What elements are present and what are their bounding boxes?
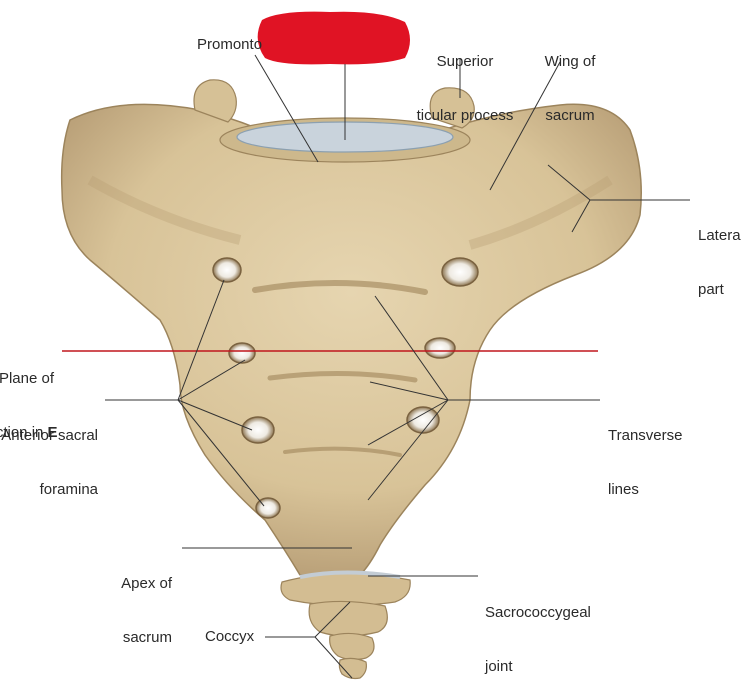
label-transverse-lines: Transverse lines [608,391,682,535]
label-coccyx: Coccyx [205,628,255,645]
transverse-ridge-1 [252,280,428,295]
label-transverse-line1: Transverse [608,427,683,444]
label-plane-line1: Plane of [0,370,54,387]
label-superior-articular-line2: ticular process [416,107,514,124]
label-anterior-sacral-foramina: Anterior sacral foramina [0,391,98,535]
leader-coccyx-1 [314,601,351,638]
left-superior-articular-process [193,79,237,123]
coccyx-segment-4 [338,657,367,680]
label-sacrococcygeal-line1: Sacrococcygeal [485,604,591,621]
redaction-mark [257,11,410,65]
leader-transverse-2 [369,381,449,401]
left-wing-shading [87,175,242,245]
label-transverse-line2: lines [608,481,639,498]
label-promontory: Promonto [197,36,263,53]
transverse-ridge-3 [283,446,402,457]
transverse-ridge-2 [267,370,418,383]
leader-foramina-4 [177,399,265,507]
sacrum-body [60,103,642,576]
leader-promontory [254,54,319,163]
leader-transverse-1 [374,295,449,401]
leader-lines [105,54,690,679]
label-plane-line2-text: section in [0,424,44,441]
label-sacrococcygeal-line2: joint [485,658,513,675]
leader-foramina-2 [177,359,246,401]
foramen-left-2 [228,342,256,364]
leader-coccyx-2 [314,636,353,679]
label-plane-of-section: Plane of section in E [0,334,58,478]
label-foramina-line2: foramina [39,481,98,498]
label-wing-line2: sacrum [545,107,595,124]
coccyx-segment-3 [329,632,375,661]
leader-foramina-3 [177,399,253,431]
leader-wing [489,61,561,191]
label-apex-line2: sacrum [122,629,172,646]
label-superior-articular-process: Superior ticular process [410,17,520,161]
label-wing-line1: Wing of [544,53,596,70]
label-plane-figure-ref: E [47,424,58,441]
foramen-left-1 [212,257,242,283]
coccyx-segment-2 [308,600,388,637]
label-apex-of-sacrum: Apex of sacrum [100,539,172,682]
label-apex-line1: Apex of [121,575,172,592]
foramen-right-3 [406,406,440,434]
label-lateral-part: Latera part [698,191,741,335]
leader-foramina-1 [177,279,225,401]
foramen-right-2 [424,337,456,359]
right-superior-articular-process [429,87,475,129]
label-superior-articular-line1: Superior [436,53,494,70]
label-lateral-line1: Latera [698,227,741,244]
foramen-left-3 [241,416,275,444]
label-lateral-line2: part [698,281,724,298]
leader-transverse-3 [367,399,449,446]
label-plane-line2: section in E [0,424,58,442]
label-sacrococcygeal-joint: Sacrococcygeal joint [485,568,591,682]
label-wing-of-sacrum: Wing of sacrum [530,17,610,161]
foramen-right-1 [441,257,479,287]
right-wing-shading [468,175,613,250]
leader-transverse-4 [367,399,449,501]
sacrococcygeal-disc [299,570,401,579]
label-foramina-line1: Anterior sacral [1,427,98,444]
